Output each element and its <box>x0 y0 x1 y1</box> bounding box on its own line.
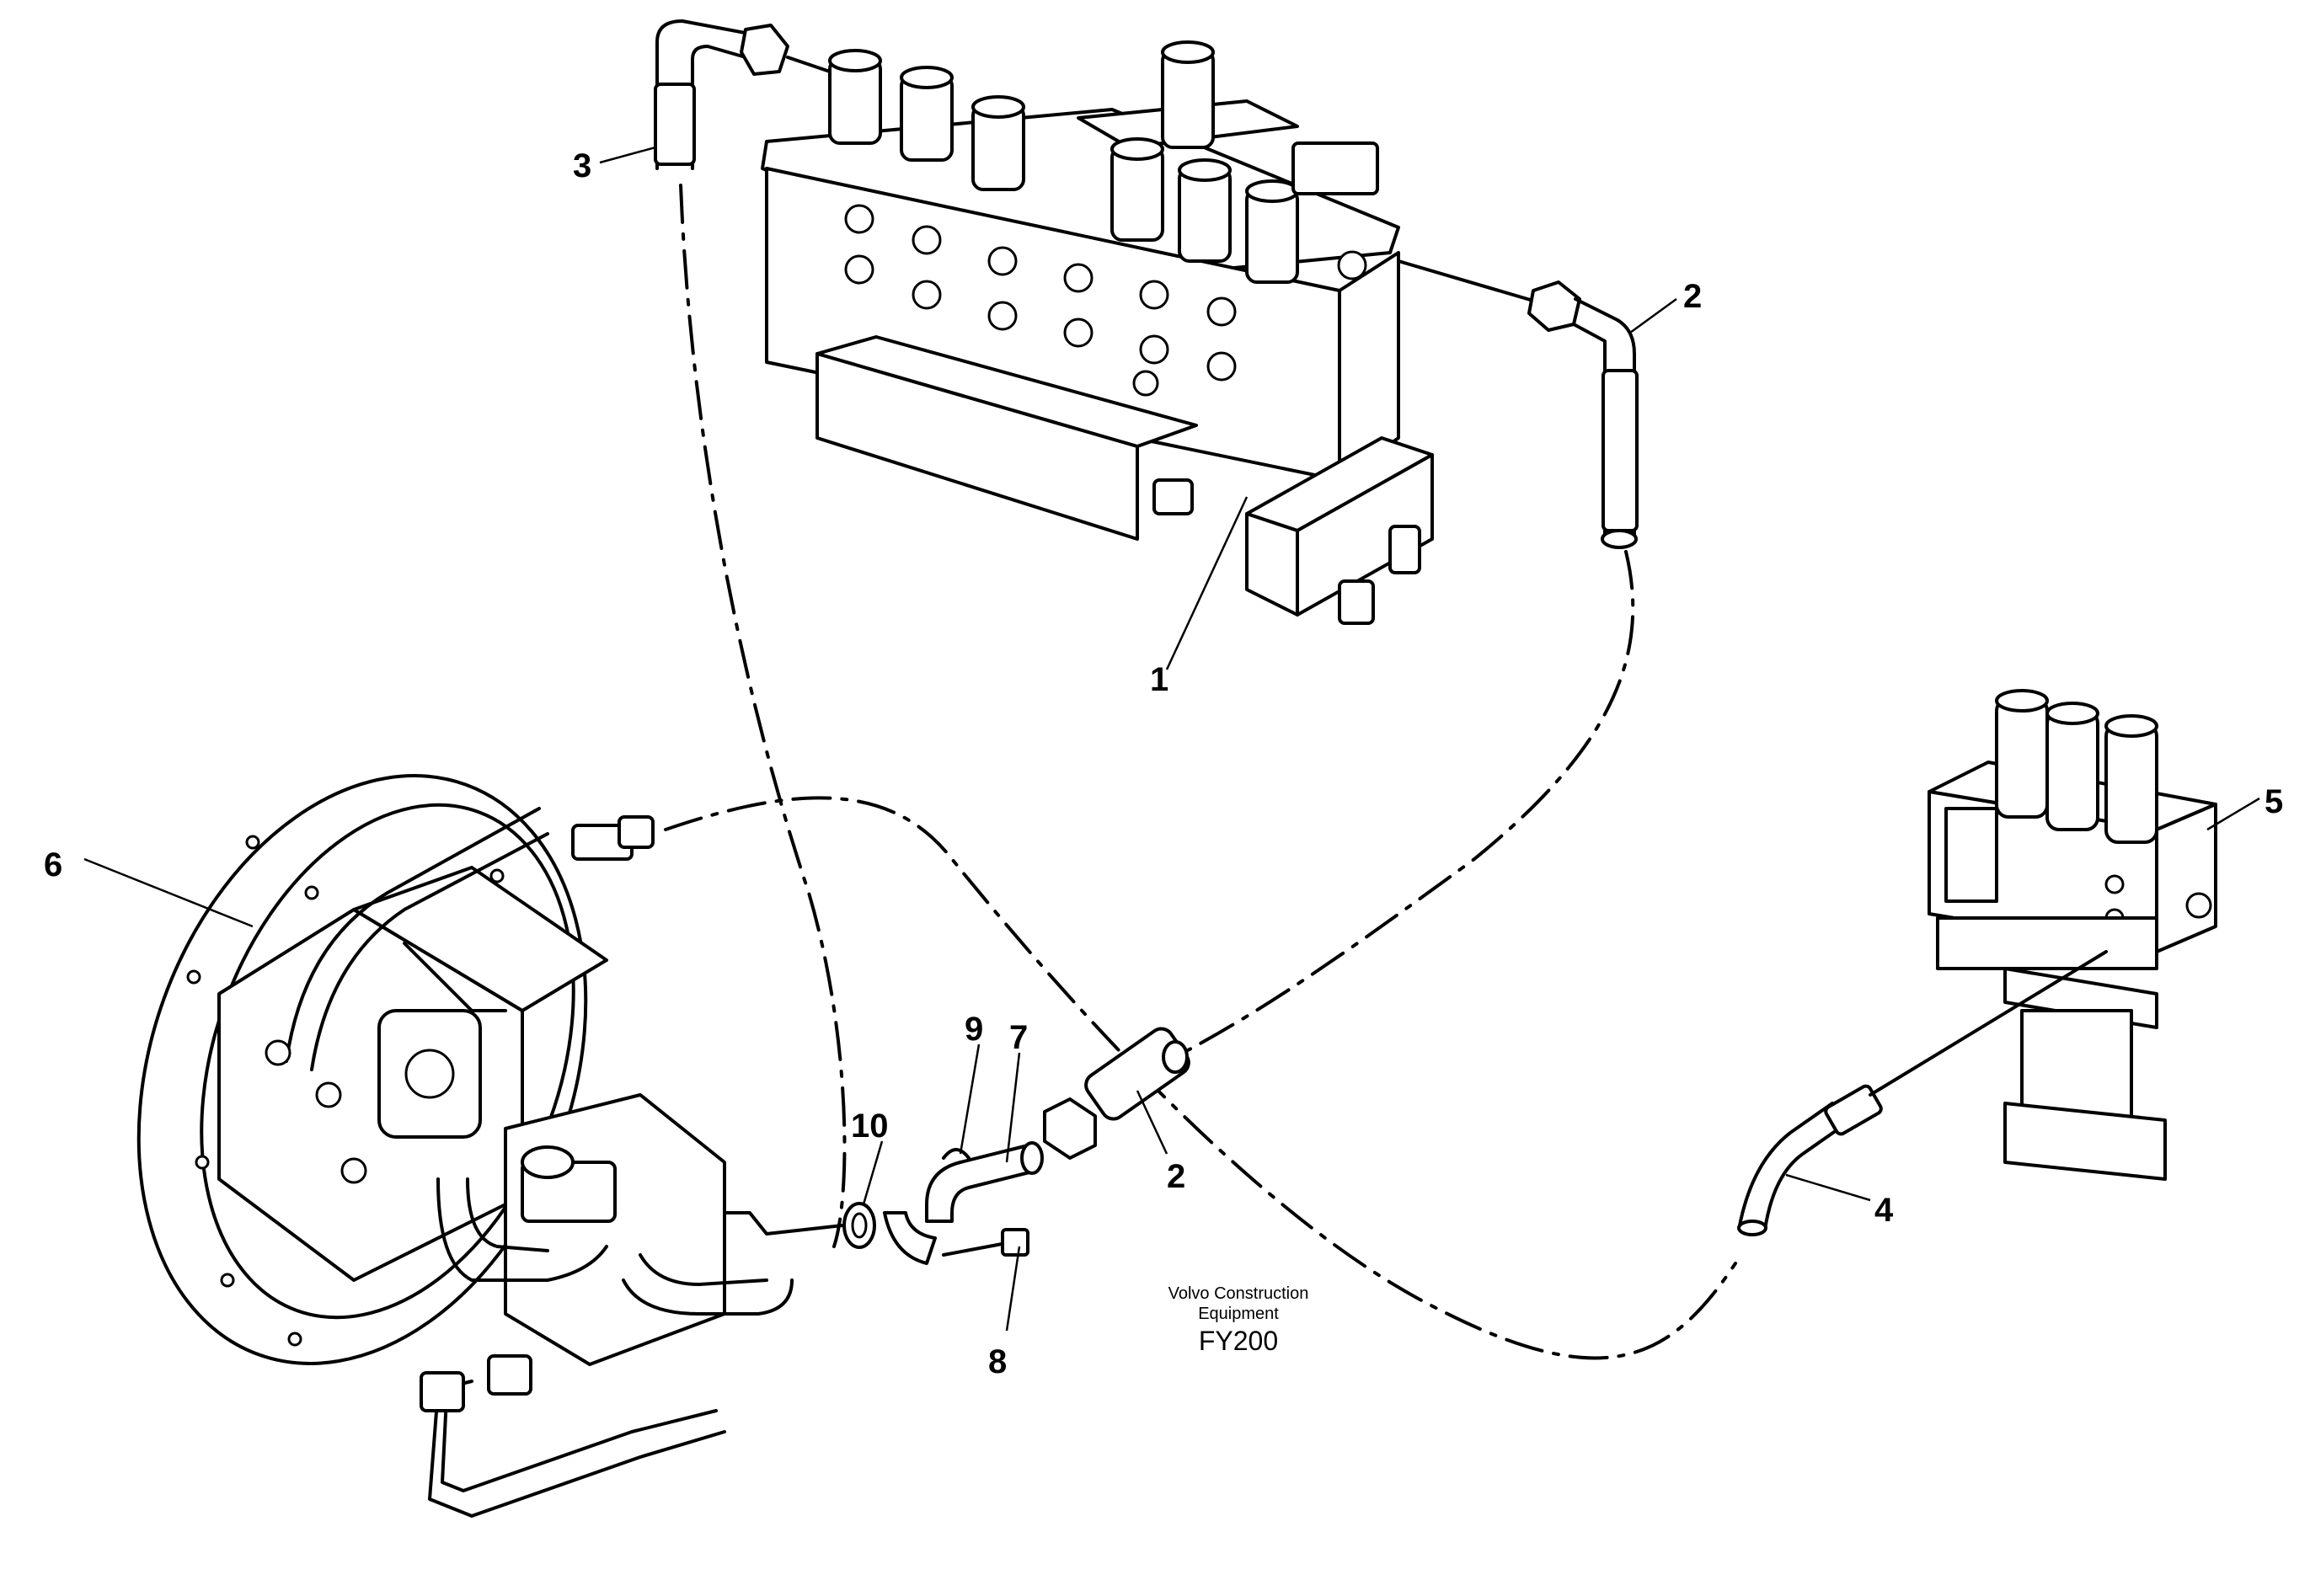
small-parts <box>842 1141 1044 1265</box>
route-line-2-to-2 <box>1174 550 1635 1059</box>
routing-lines <box>664 184 1737 1360</box>
route-line-3-to-10 <box>679 184 847 1248</box>
callout-4: 4 <box>1874 1192 1894 1229</box>
leader-lines <box>83 146 2260 1332</box>
credit-line-1: Volvo Construction <box>1168 1284 1309 1303</box>
callout-5: 5 <box>2265 783 2283 820</box>
hose-4 <box>1737 950 2108 1236</box>
clamp-9 <box>942 1148 971 1160</box>
drawing-code: FY200 <box>1199 1326 1278 1356</box>
callout-8: 8 <box>988 1343 1007 1380</box>
fitting-2-lower <box>1043 1027 1190 1160</box>
callout-3: 3 <box>573 147 591 184</box>
leader-8 <box>1005 1246 1021 1332</box>
route-line-6-to-4 <box>664 796 1737 1360</box>
elbow-7 <box>925 1144 1038 1223</box>
flange-half <box>883 1211 937 1265</box>
leader-2-mid <box>1136 1090 1168 1155</box>
bolt-8 <box>942 1228 1029 1257</box>
solenoid-caps <box>828 40 1299 284</box>
callout-10: 10 <box>851 1108 889 1145</box>
pilot-valve <box>1928 689 2217 1181</box>
valve-ports <box>844 204 1237 397</box>
callout-2-mid: 2 <box>1167 1158 1185 1195</box>
leader-3 <box>599 146 656 164</box>
credit-block: Volvo Construction Equipment FY200 <box>1168 1284 1309 1356</box>
leader-6 <box>83 857 254 928</box>
callout-6: 6 <box>44 846 62 883</box>
leader-5 <box>2206 797 2260 831</box>
hose-3 <box>654 19 831 170</box>
leader-9 <box>959 1044 981 1155</box>
callout-2-top: 2 <box>1683 278 1702 315</box>
credit-line-2: Equipment <box>1198 1305 1279 1323</box>
leader-4 <box>1785 1173 1871 1202</box>
pump-assembly <box>136 774 844 1518</box>
leader-7 <box>1005 1052 1021 1163</box>
callout-9: 9 <box>965 1011 983 1048</box>
leader-1 <box>1165 496 1249 670</box>
leader-10 <box>862 1140 884 1205</box>
callout-7: 7 <box>1009 1019 1028 1056</box>
callout-1: 1 <box>1150 661 1168 698</box>
callout-labels: 1 2 2 3 4 5 6 7 8 9 10 <box>44 147 2283 1380</box>
control-valve-block <box>761 40 1434 625</box>
hose-2-top <box>1397 259 1639 549</box>
leader-2-top <box>1629 297 1677 334</box>
